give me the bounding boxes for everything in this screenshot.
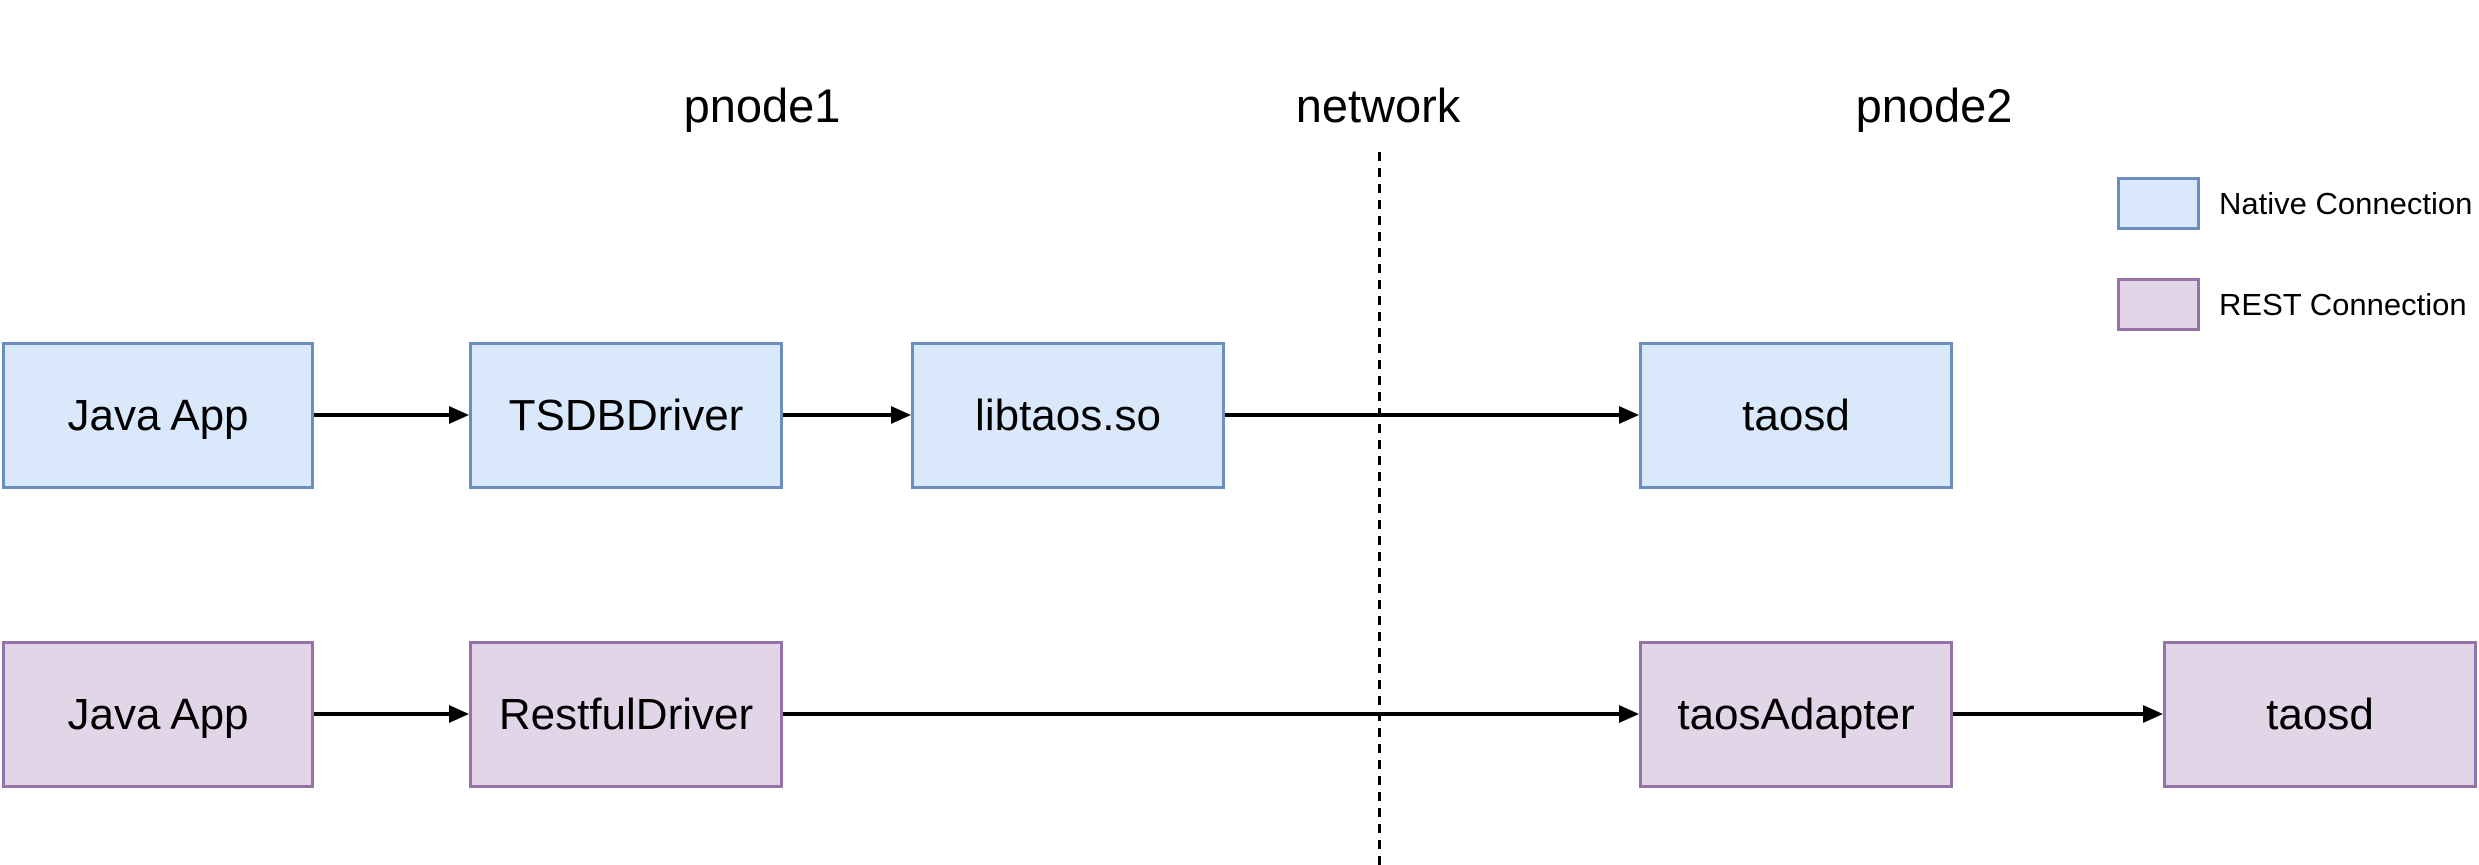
node-taosd-native: taosd (1639, 342, 1953, 489)
arrow-restfuldriver-to-taosadapter (783, 712, 1620, 716)
node-taosadapter: taosAdapter (1639, 641, 1953, 788)
legend-label-native: Native Connection (2219, 185, 2473, 221)
arrow-taosadapter-to-taosd (1953, 712, 2144, 716)
arrow-tsdbdriver-to-libtaos (783, 413, 892, 417)
legend-item-native: Native Connection (2117, 177, 2472, 230)
arrow-javaapp-to-restfuldriver (314, 712, 450, 716)
node-tsdbdriver: TSDBDriver (469, 342, 783, 489)
node-java-app-rest: Java App (2, 641, 314, 788)
node-label: RestfulDriver (498, 689, 754, 739)
arrow-libtaos-to-taosd (1225, 413, 1620, 417)
node-label: taosd (2266, 689, 2374, 739)
header-network: network (1295, 79, 1461, 132)
node-restfuldriver: RestfulDriver (469, 641, 783, 788)
node-label: Java App (67, 390, 249, 440)
header-pnode2: pnode2 (1855, 79, 2013, 132)
node-libtaos-so: libtaos.so (911, 342, 1225, 489)
legend-item-rest: REST Connection (2117, 278, 2467, 331)
network-boundary-dashed-line (1378, 152, 1381, 865)
header-pnode1: pnode1 (683, 79, 841, 132)
node-label: taosd (1742, 390, 1850, 440)
legend-label-rest: REST Connection (2219, 286, 2467, 322)
node-label: TSDBDriver (508, 390, 744, 440)
legend-swatch-native-icon (2117, 177, 2200, 230)
arrow-javaapp-to-tsdbdriver (314, 413, 450, 417)
node-label: taosAdapter (1677, 689, 1915, 739)
node-label: Java App (67, 689, 249, 739)
legend-swatch-rest-icon (2117, 278, 2200, 331)
node-java-app-native: Java App (2, 342, 314, 489)
node-label: libtaos.so (975, 390, 1161, 440)
node-taosd-rest: taosd (2163, 641, 2477, 788)
